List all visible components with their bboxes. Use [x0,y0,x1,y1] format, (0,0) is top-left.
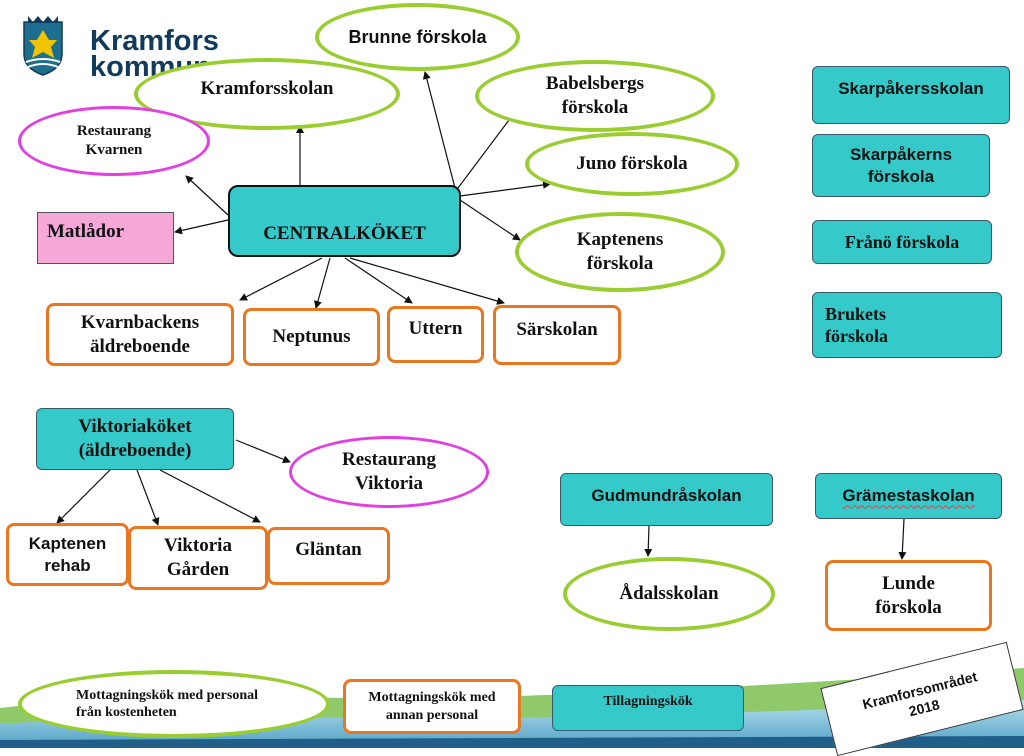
juno-forskola-node: Juno förskola [525,132,739,196]
legend-green-receiving-kitchen: Mottagningskök med personal från kostenh… [18,670,330,738]
coat-of-arms-icon [23,16,63,76]
gramestaskolan-label: Grämestaskolan [842,486,975,506]
arrow-to-kaptenens [459,199,521,241]
restaurang-kvarnen-node: Restaurang Kvarnen [18,106,210,176]
sarskolan-node: Särskolan [493,305,621,365]
frano-forskola-node: Frånö förskola [812,220,992,264]
brunne-forskola-node: Brunne förskola [315,3,520,71]
logo-line-1: Kramfors [90,25,219,57]
viktoria-garden-node: Viktoria Gården [128,526,268,590]
adalsskolan-node: Ådalsskolan [563,557,775,631]
glantan-node: Gläntan [267,527,390,585]
gudmundraskolan-node: Gudmundråskolan [560,473,773,526]
arrow-to-kaptenen [56,469,111,524]
arrow-to-sarskolan [349,257,505,305]
legend-orange-receiving-kitchen: Mottagningskök med annan personal [343,679,521,734]
arrow-to-babelsbergs [457,107,519,189]
arrow-to-restaurang-viktoria [235,439,291,464]
arrow-to-viktoria-garden [136,469,160,526]
skarpakerns-forskola-node: Skarpåkerns förskola [812,134,990,197]
centralkoket-node: CENTRALKÖKET [228,185,461,257]
lunde-forskola-node: Lunde förskola [825,560,992,631]
brukets-forskola-node: Brukets förskola [812,292,1002,358]
arrow-to-restaurang-kvarnen [185,175,229,216]
kaptenens-forskola-node: Kaptenens förskola [515,212,725,292]
arrow-to-lunde [898,518,907,560]
arrow-to-juno [459,180,551,197]
babelsbergs-forskola-node: Babelsbergs förskola [475,60,715,132]
viktoriakoket-node: Viktoriaköket (äldreboende) [36,408,234,470]
arrow-to-kvarnbackens [239,257,323,301]
kvarnbackens-aldreboende-node: Kvarnbackens äldreboende [46,303,234,366]
arrow-to-matlador [174,219,229,235]
uttern-node: Uttern [387,306,484,363]
matlador-node: Matlådor [37,212,174,264]
arrow-to-brunne [422,71,456,189]
legend-teal-cooking-kitchen: Tillagningskök [552,685,744,731]
restaurang-viktoria-node: Restaurang Viktoria [289,436,489,508]
arrow-to-glantan [159,469,261,523]
gramestaskolan-node: Grämestaskolan [815,473,1002,519]
skarpakersskolan-node: Skarpåkersskolan [812,66,1010,124]
arrow-to-uttern [344,257,413,304]
arrow-to-neptunus [314,257,331,309]
neptunus-node: Neptunus [243,308,380,366]
arrow-to-adalsskolan [644,525,653,557]
kaptenen-rehab-node: Kaptenen rehab [6,523,129,586]
